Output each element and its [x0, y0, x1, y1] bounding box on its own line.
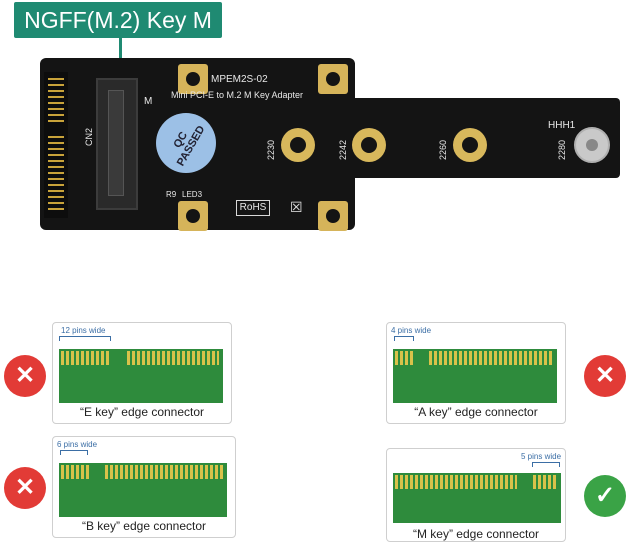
- mounting-pad-bottom-left: [178, 201, 208, 231]
- check-icon: ✓: [584, 475, 626, 517]
- connector-card-a-key: 4 pins wide “A key” edge connector: [386, 322, 566, 424]
- mount-hole-2242: [352, 128, 386, 162]
- connector-card-b-key: 6 pins wide “B key” edge connector: [52, 436, 236, 538]
- weee-bin-icon: ☒: [290, 199, 303, 215]
- qc-passed-text: QC PASSED: [171, 123, 208, 169]
- key-m-label: NGFF(M.2) Key M: [14, 2, 222, 38]
- m2-socket: [96, 78, 138, 210]
- board-description: Mini PCI-E to M.2 M Key Adapter: [171, 90, 304, 100]
- connector-caption: “B key” edge connector: [81, 519, 207, 533]
- mount-hole-2230: [281, 128, 315, 162]
- size-label-2242: 2242: [338, 139, 348, 160]
- board-model: MPEM2S-02: [211, 74, 268, 85]
- pin-width-note: 12 pins wide: [61, 326, 106, 335]
- connector-caption: “E key” edge connector: [79, 405, 205, 419]
- hhh1-label: HHH1: [548, 120, 576, 131]
- mount-hole-2260: [453, 128, 487, 162]
- mounting-pad-top-left: [178, 64, 208, 94]
- qc-passed-sticker: QC PASSED: [156, 113, 216, 173]
- pin-width-note: 5 pins wide: [521, 452, 562, 461]
- m-key-marker: M: [144, 96, 153, 107]
- rohs-mark: RoHS: [236, 200, 270, 216]
- size-label-2260: 2260: [438, 139, 448, 160]
- mini-pcie-edge-connector: [44, 72, 68, 218]
- x-icon: ✕: [584, 355, 626, 397]
- x-icon: ✕: [4, 355, 46, 397]
- pin-width-note: 6 pins wide: [57, 440, 98, 449]
- size-label-2230: 2230: [266, 139, 276, 160]
- mounting-pad-top-right: [318, 64, 348, 94]
- pin-width-note: 4 pins wide: [391, 326, 432, 335]
- r9-label: R9: [166, 190, 177, 199]
- led3-label: LED3: [182, 190, 203, 199]
- connector-card-m-key: 5 pins wide “M key” edge connector: [386, 448, 566, 542]
- cn2-label: CN2: [84, 127, 94, 146]
- size-label-2280: 2280: [557, 139, 567, 160]
- connector-card-e-key: 12 pins wide “E key” edge connector: [52, 322, 232, 424]
- connector-caption: “M key” edge connector: [412, 527, 540, 541]
- x-icon: ✕: [4, 467, 46, 509]
- mounting-pad-bottom-right: [318, 201, 348, 231]
- connector-caption: “A key” edge connector: [414, 405, 538, 419]
- mount-screw-2280: [574, 127, 610, 163]
